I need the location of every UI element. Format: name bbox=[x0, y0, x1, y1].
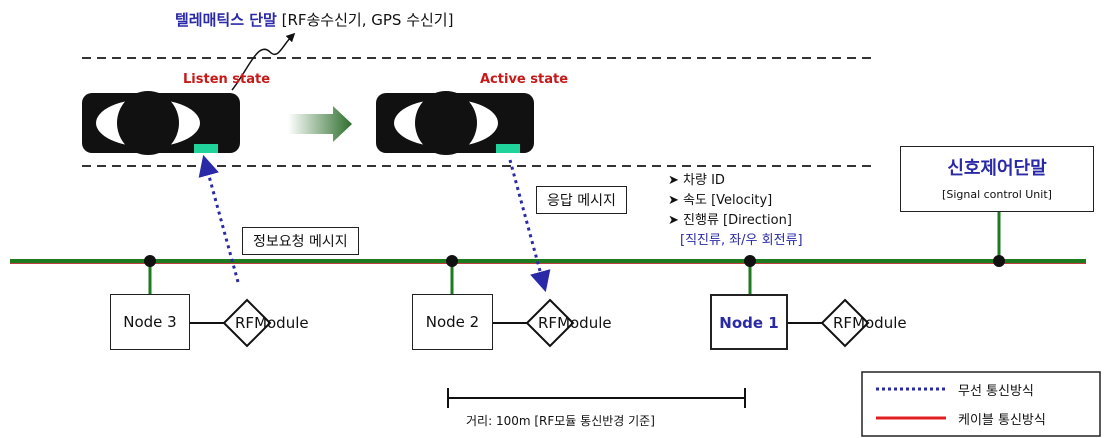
response-item-list: ➤ 차량 ID ➤ 속도 [Velocity] ➤ 진행류 [Direction… bbox=[668, 171, 803, 251]
junction-dot bbox=[446, 255, 458, 267]
junction-dot bbox=[144, 255, 156, 267]
terminal-title-components: [RF송수신기, GPS 수신기] bbox=[282, 11, 454, 29]
active-state-label: Active state bbox=[480, 72, 568, 87]
module-label: Module bbox=[254, 314, 309, 332]
legend-cable-label: 케이블 통신방식 bbox=[958, 409, 1046, 428]
distance-label: 거리: 100m [RF모듈 통신반경 기준] bbox=[466, 412, 655, 429]
terminal-title-name: 텔레매틱스 단말 bbox=[175, 11, 277, 29]
module-label: Module bbox=[557, 314, 612, 332]
response-message-label: 응답 메시지 bbox=[547, 193, 616, 209]
terminal-title: 텔레매틱스 단말 [RF송수신기, GPS 수신기] bbox=[175, 9, 453, 30]
rf-module-node2: RFModule bbox=[538, 314, 612, 332]
car-active-icon bbox=[376, 91, 534, 155]
node-3-box: Node 3 bbox=[110, 294, 190, 350]
rf-label: RF bbox=[833, 314, 852, 332]
response-item: ➤ 차량 ID bbox=[668, 171, 803, 191]
response-item: ➤ 속도 [Velocity] bbox=[668, 191, 803, 211]
rf-module-node1: RFModule bbox=[833, 314, 907, 332]
legend-wireless-label: 무선 통신방식 bbox=[958, 380, 1034, 399]
rf-module-node3: RFModule bbox=[235, 314, 309, 332]
listen-state-label: Listen state bbox=[183, 72, 270, 87]
car-listen-icon bbox=[82, 91, 240, 155]
state-transition-arrow bbox=[288, 106, 352, 142]
junction-dot bbox=[993, 255, 1005, 267]
request-message-label: 정보요청 메시지 bbox=[253, 234, 348, 250]
module-label: Module bbox=[852, 314, 907, 332]
node-3-label: Node 3 bbox=[123, 313, 176, 331]
node-2-label: Node 2 bbox=[426, 313, 479, 331]
request-wireless-arrow bbox=[206, 165, 238, 282]
junction-dot bbox=[744, 255, 756, 267]
rf-label: RF bbox=[235, 314, 254, 332]
response-message-box: 응답 메시지 bbox=[536, 186, 627, 214]
node-2-box: Node 2 bbox=[412, 294, 493, 350]
node-1-label: Node 1 bbox=[719, 314, 778, 332]
direction-note: [직진류, 좌/우 회전류] bbox=[668, 231, 803, 251]
signal-unit-subtitle: [Signal control Unit] bbox=[901, 188, 1093, 201]
node-1-box: Node 1 bbox=[710, 294, 788, 350]
response-item: ➤ 진행류 [Direction] bbox=[668, 211, 803, 231]
signal-unit-title: 신호제어단말 bbox=[901, 154, 1093, 180]
rf-label: RF bbox=[538, 314, 557, 332]
request-message-box: 정보요청 메시지 bbox=[242, 227, 359, 255]
signal-control-unit: 신호제어단말 [Signal control Unit] bbox=[900, 146, 1094, 212]
